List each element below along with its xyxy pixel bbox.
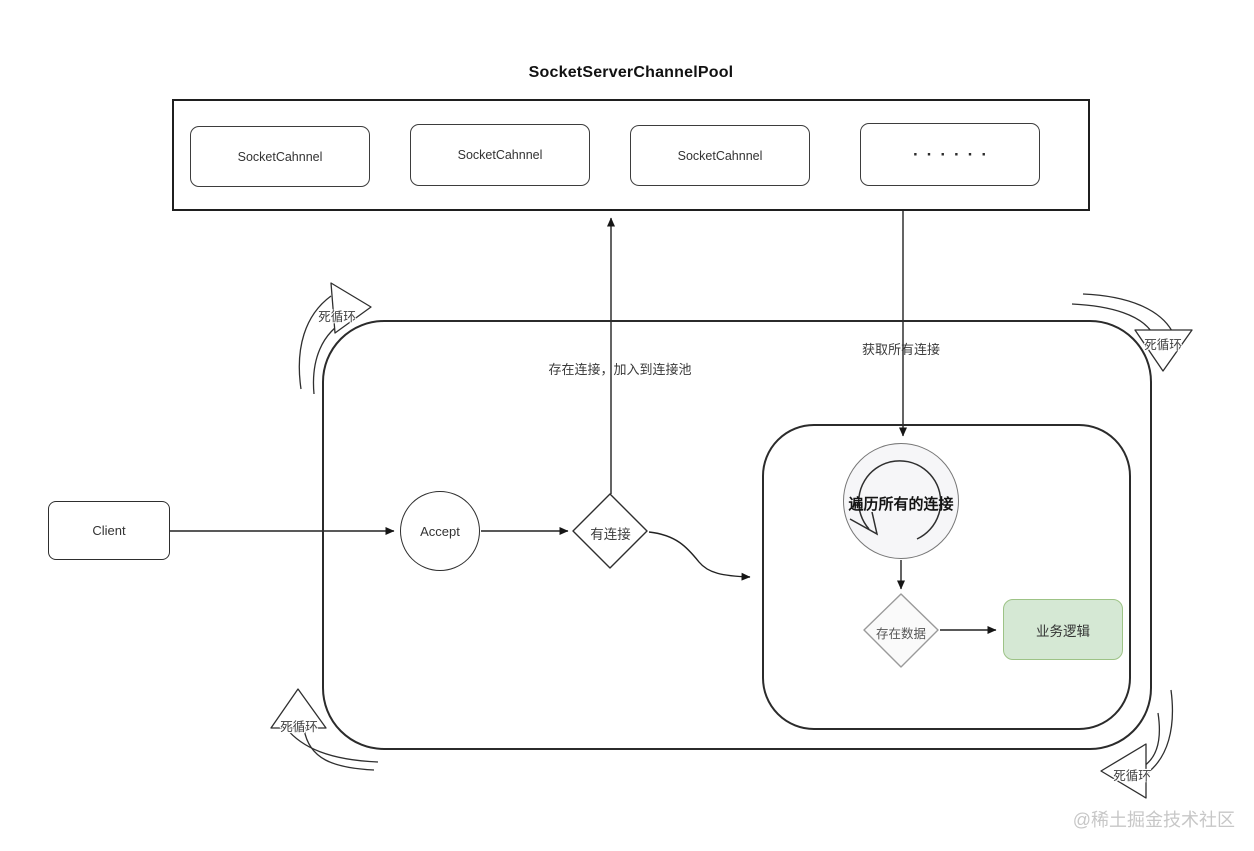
has-connection-label: 有连接 (590, 527, 631, 542)
loop-tag-top-left: 死循环 (318, 310, 356, 324)
channel-box: SocketCahnnel (410, 124, 590, 186)
channel-box: SocketCahnnel (630, 125, 810, 186)
edge-label-add-to-pool: 存在连接，加入到连接池 (548, 362, 692, 377)
has-data-label: 存在数据 (875, 627, 926, 641)
channel-box-ellipsis: ······ (860, 123, 1040, 186)
iterate-connections-label: 遍历所有的连接 (848, 496, 954, 513)
ellipsis-dots: ······ (913, 144, 995, 164)
outer-loop-container (322, 320, 1152, 750)
channel-box: SocketCahnnel (190, 126, 370, 187)
client-node: Client (48, 501, 170, 560)
accept-node: Accept (400, 491, 480, 571)
business-logic-node: 业务逻辑 (1003, 599, 1123, 660)
loop-tag-bottom-right: 死循环 (1113, 769, 1151, 783)
has-connection-diamond (572, 493, 648, 569)
channel-box-label: SocketCahnnel (237, 149, 323, 164)
channel-box-label: SocketCahnnel (457, 148, 543, 162)
business-logic-label: 业务逻辑 (1036, 623, 1090, 639)
edge-label-get-all-connections: 获取所有连接 (861, 342, 940, 357)
has-data-diamond (863, 593, 939, 668)
socket-server-channel-pool (172, 99, 1090, 211)
loop-tag-top-right: 死循环 (1144, 338, 1182, 352)
loop-tag-bottom-left: 死循环 (280, 720, 318, 734)
client-label: Client (92, 523, 126, 538)
watermark: @稀土掘金技术社区 (1072, 810, 1235, 830)
inner-loop-container (762, 424, 1131, 730)
channel-box-label: SocketCahnnel (677, 148, 763, 163)
edge-hasconnection-innerloop (648, 531, 751, 581)
accept-label: Accept (420, 523, 460, 539)
page-title: SocketServerChannelPool (528, 64, 734, 81)
